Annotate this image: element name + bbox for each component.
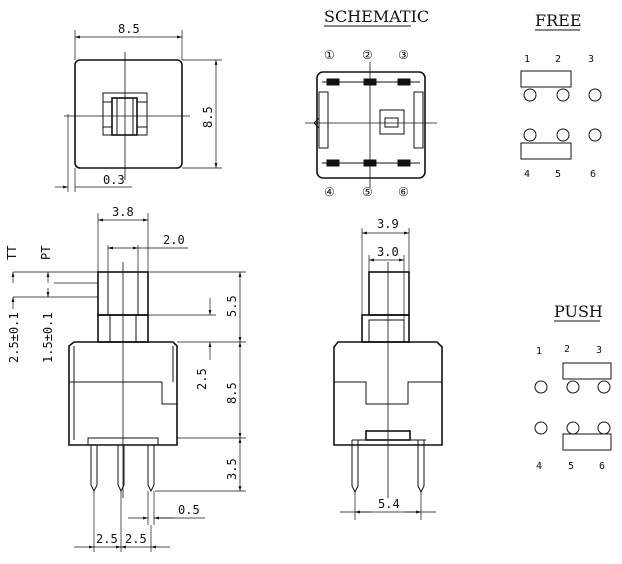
schematic-pin-4: ④ xyxy=(324,185,335,199)
pt-travel-dim: 1.5±0.1 xyxy=(41,312,55,363)
schematic-title: SCHEMATIC xyxy=(324,7,429,26)
top-width-dim: 8.5 xyxy=(118,22,140,36)
stem-offset-dim: 2.0 xyxy=(163,233,185,247)
push-pin-2: 2 xyxy=(564,344,570,355)
tt-label: TT xyxy=(5,246,19,260)
push-title: PUSH xyxy=(554,302,603,321)
tt-travel-dim: 2.5±0.1 xyxy=(7,312,21,363)
free-pin-1: 1 xyxy=(524,54,530,65)
top-view: 8.5 8.5 0.3 xyxy=(55,22,222,192)
push-pin-4: 4 xyxy=(536,461,542,472)
free-pin-4: 4 xyxy=(524,169,530,180)
schematic-pin-3: ③ xyxy=(398,48,409,62)
free-diagram: FREE 1 2 3 4 5 6 xyxy=(520,11,602,180)
push-pin-3: 3 xyxy=(596,345,602,356)
schematic-pin-6: ⑥ xyxy=(398,185,409,199)
side-view: 3.9 3.0 5.4 xyxy=(333,217,443,520)
stem-width-dim: 3.8 xyxy=(112,205,134,219)
free-pin-2: 2 xyxy=(555,54,561,65)
side-pin-span-dim: 5.4 xyxy=(378,497,400,511)
stem-height-dim: 5.5 xyxy=(225,295,239,317)
free-pin-5: 5 xyxy=(555,169,561,180)
body-height-dim: 8.5 xyxy=(225,382,239,404)
free-pin-3: 3 xyxy=(588,54,594,65)
free-pin-6: 6 xyxy=(590,169,596,180)
pin-length-dim: 3.5 xyxy=(225,458,239,480)
pin-width-dim: 0.5 xyxy=(178,503,200,517)
pt-label: PT xyxy=(39,246,53,260)
top-height-dim: 8.5 xyxy=(201,106,215,128)
free-title: FREE xyxy=(535,11,582,30)
push-pin-1: 1 xyxy=(536,346,542,357)
pitch-left-dim: 2.5 xyxy=(96,532,118,546)
top-offset-dim: 0.3 xyxy=(103,173,125,187)
push-pin-6: 6 xyxy=(599,461,605,472)
step-height-dim: 2.5 xyxy=(195,368,209,390)
schematic-pin-5: ⑤ xyxy=(362,185,373,199)
schematic-pin-1: ① xyxy=(324,48,335,62)
schematic-view: SCHEMATIC ① ② ③ ④ ⑤ ⑥ xyxy=(305,7,437,199)
pitch-right-dim: 2.5 xyxy=(125,532,147,546)
side-outer-width-dim: 3.9 xyxy=(377,217,399,231)
front-view: TT PT 2.5±0.1 1.5±0.1 3.8 2.0 5.5 8.5 3.… xyxy=(5,205,246,552)
push-pin-5: 5 xyxy=(568,461,574,472)
push-diagram: PUSH 1 2 3 4 5 6 xyxy=(534,302,612,472)
side-inner-width-dim: 3.0 xyxy=(377,245,399,259)
schematic-pin-2: ② xyxy=(362,48,373,62)
